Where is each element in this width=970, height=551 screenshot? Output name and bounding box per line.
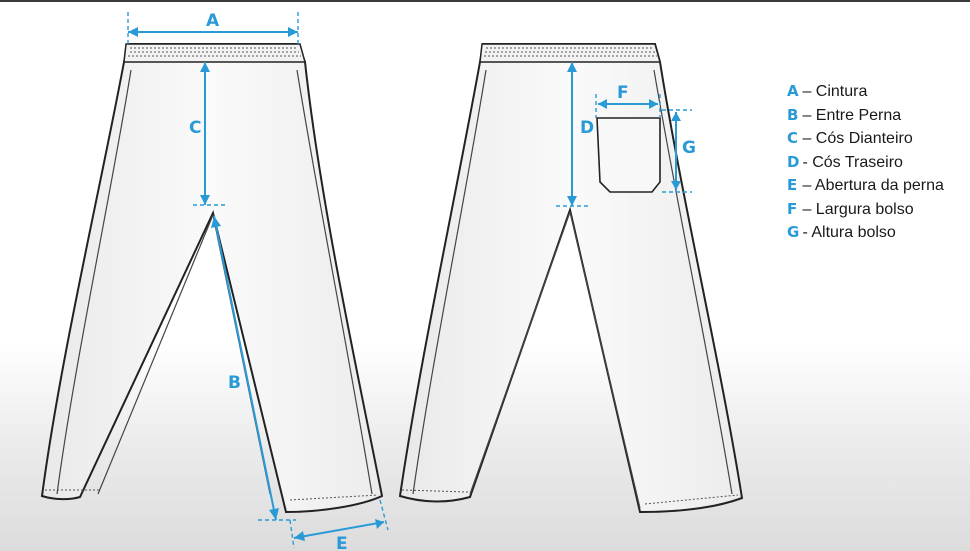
legend-item-a: A – Cintura xyxy=(787,82,868,100)
front-pants-body xyxy=(40,43,384,514)
label-g: G xyxy=(682,138,696,158)
front-waistband xyxy=(123,43,306,63)
legend-item-f: F – Largura bolso xyxy=(787,199,914,218)
label-e: E xyxy=(336,534,348,551)
front-pants xyxy=(40,43,384,514)
label-f: F xyxy=(617,83,629,103)
dimension-f: F xyxy=(595,83,661,118)
legend-item-d: D - Cós Traseiro xyxy=(787,152,903,171)
back-pants xyxy=(398,43,744,514)
label-c: C xyxy=(189,118,201,138)
label-a: A xyxy=(206,11,220,31)
label-b: B xyxy=(228,373,241,393)
label-d: D xyxy=(580,118,594,138)
dimension-g: G xyxy=(662,109,696,193)
back-waistband xyxy=(479,43,661,63)
dimension-e: E xyxy=(289,499,389,551)
legend-item-e: E – Abertura da perna xyxy=(787,176,944,194)
legend-item-c: C – Cós Dianteiro xyxy=(787,129,913,147)
dimension-a: A xyxy=(127,11,299,44)
dimension-d: D xyxy=(556,62,594,207)
legend-item-g: G - Altura bolso xyxy=(787,223,896,241)
dimension-c: C xyxy=(189,62,228,206)
legend-item-b: B – Entre Perna xyxy=(787,105,902,124)
measurement-legend: A – Cintura B – Entre Perna C – Cós Dian… xyxy=(787,80,944,245)
back-pocket xyxy=(596,117,661,193)
top-rule xyxy=(0,0,970,2)
dimension-b: B xyxy=(211,215,296,521)
